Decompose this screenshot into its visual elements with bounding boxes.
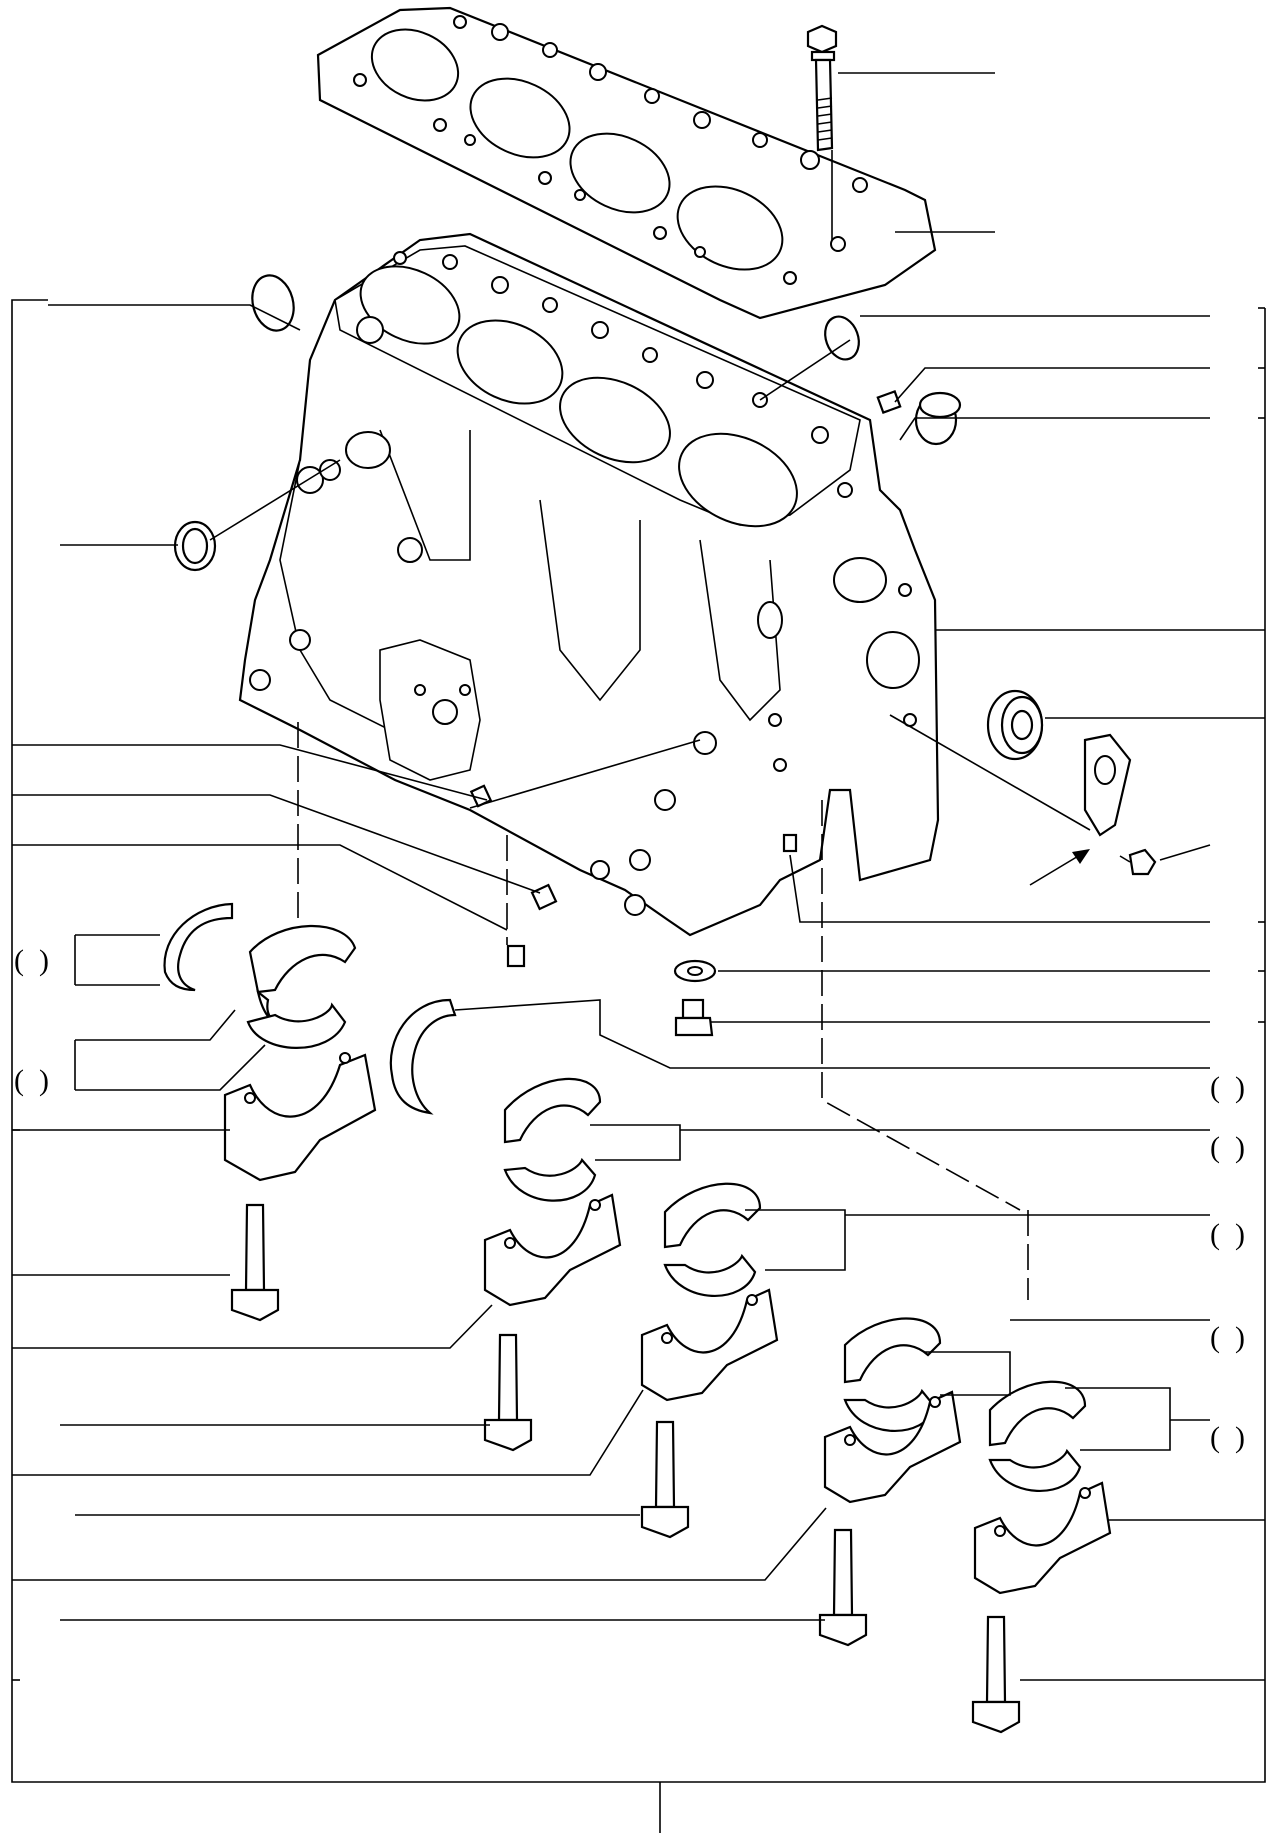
- callout-paren-right-1: ( ): [1210, 1071, 1245, 1104]
- pointer-arrow: [1029, 849, 1090, 886]
- bearing-cap-2: [483, 1193, 622, 1307]
- assembly-bracket: [11, 299, 1266, 1833]
- cap-bolt-1: [230, 1203, 280, 1322]
- cap-bolt-2: [483, 1333, 533, 1452]
- head-gasket: [316, 6, 937, 320]
- drain-bolt: [674, 998, 714, 1037]
- cap-bolt-5: [971, 1615, 1021, 1734]
- bearing-cap-1: [223, 1052, 377, 1182]
- thrust-washer-middle: [389, 998, 457, 1115]
- plug-left-top: [251, 274, 295, 332]
- bearing-cap-3: [640, 1288, 779, 1402]
- oil-seal-rear: [986, 689, 1044, 761]
- dowel-pins: [469, 784, 798, 968]
- cup-plug: [914, 391, 962, 446]
- callout-paren-right-4: ( ): [1210, 1321, 1245, 1354]
- main-bearing-3: [663, 1182, 762, 1297]
- cover-plate: [1083, 733, 1132, 837]
- small-plug-screw: [876, 389, 902, 415]
- cap-bolt-3: [640, 1420, 690, 1539]
- callout-paren-right-5: ( ): [1210, 1421, 1245, 1454]
- callout-paren-left-lower: ( ): [14, 1064, 49, 1097]
- washer: [673, 959, 717, 983]
- thrust-washer-left: [163, 902, 234, 992]
- callout-paren-right-3: ( ): [1210, 1218, 1245, 1251]
- leader-lines: [12, 72, 1265, 1681]
- main-bearing-2: [503, 1077, 602, 1202]
- bearing-cap-5: [973, 1481, 1112, 1595]
- main-bearing-5: [988, 1380, 1087, 1492]
- frame-ticks: [12, 367, 1265, 1131]
- main-bearing-1: [246, 924, 357, 1049]
- cylinder-block: [238, 232, 940, 937]
- seal-ring-left: [173, 520, 217, 572]
- dashed-center-lines: [297, 722, 1029, 1300]
- callout-paren-right-2: ( ): [1210, 1131, 1245, 1164]
- head-bolt: [806, 24, 838, 240]
- cap-bolt-4: [818, 1528, 868, 1647]
- cover-screw: [1119, 848, 1157, 876]
- bearing-cap-4: [823, 1390, 962, 1504]
- callout-paren-left-upper: ( ): [14, 944, 49, 977]
- plug-right-top: [824, 315, 860, 361]
